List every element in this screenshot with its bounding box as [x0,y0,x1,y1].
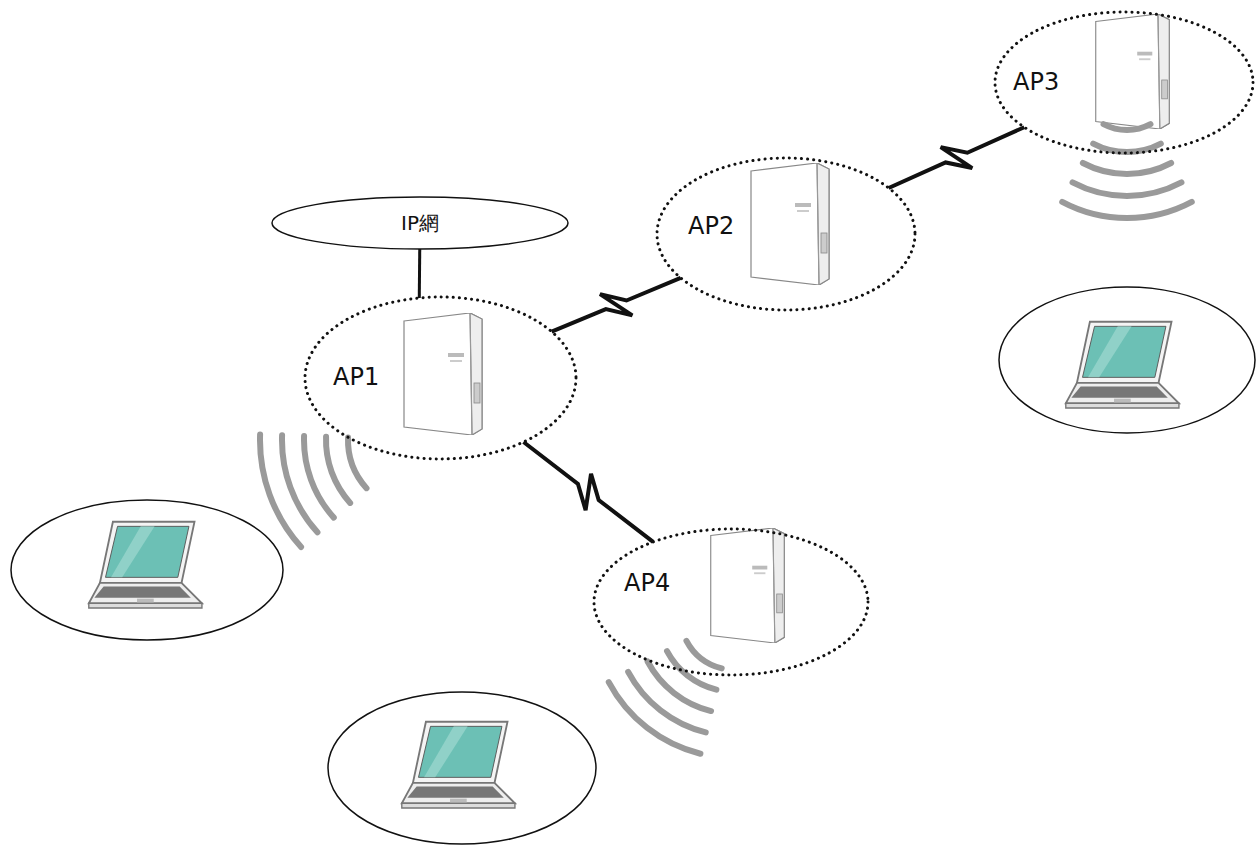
wave-arc [326,437,350,503]
wireless-link [552,278,681,332]
access-point-area: AP2 [655,156,917,312]
wave-arc [1083,163,1171,174]
network-label: IP網 [401,210,439,237]
wave-arc [667,651,716,690]
ap-label: AP4 [624,569,670,597]
wave-arc [304,436,334,518]
radio-waves [260,124,1192,754]
laptop-circles [11,287,1255,844]
wired-link [419,249,420,298]
access-point-device [404,313,482,435]
access-point-area: AP1 [303,295,578,461]
access-point-area: AP3 [993,10,1255,155]
laptop [1066,322,1179,408]
wave-arc [260,434,301,547]
wireless-link [889,127,1025,188]
wave-arc [686,641,721,669]
access-point-area: AP4 [592,527,870,677]
ap-label: AP2 [688,212,734,240]
laptop [89,522,202,608]
ap-label: AP1 [333,363,379,391]
access-point-device [711,528,785,643]
wave-arc [282,435,317,532]
wave-arc [1104,124,1151,130]
wave-arc [609,682,701,754]
wave-arc [1073,182,1182,196]
wave-arc [1062,202,1192,218]
wireless-link [524,442,654,542]
network-ellipse: IP網 [270,195,570,251]
access-point-device [1096,14,1170,129]
ap-label: AP3 [1013,68,1059,96]
access-point-device [751,163,829,285]
ellipse-outline [592,527,870,677]
laptop [402,722,515,808]
